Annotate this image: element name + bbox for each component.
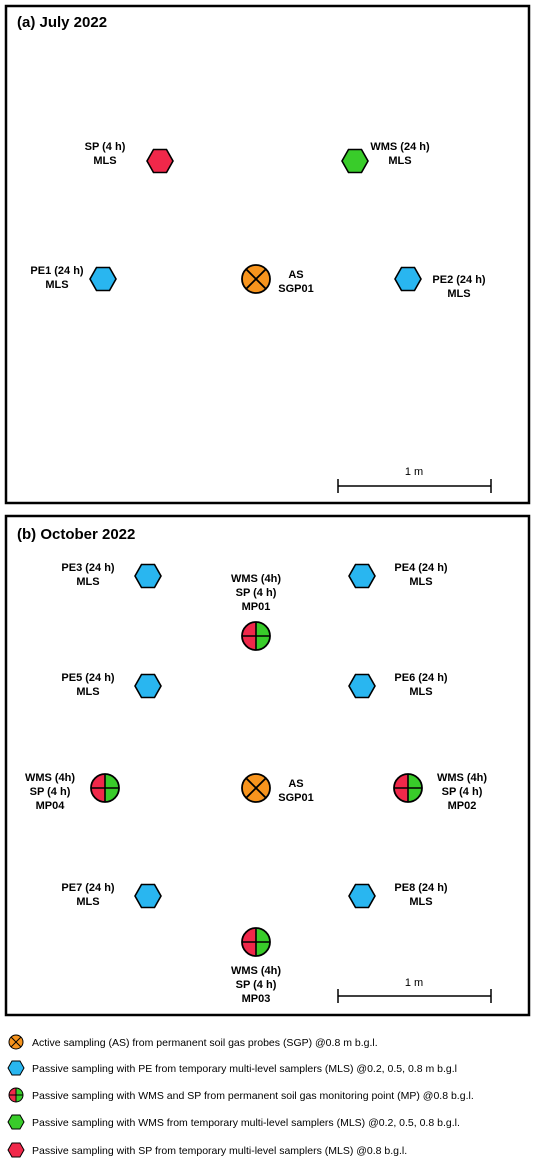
label-pe5-line2: MLS <box>76 686 99 698</box>
label-wms-line2: MLS <box>388 155 411 167</box>
panel-a-title: (a) July 2022 <box>17 14 107 31</box>
label-sp-line1: SP (4 h) <box>85 141 126 153</box>
label-mp02-line2: SP (4 h) <box>442 786 483 798</box>
label-pe8-line2: MLS <box>409 896 432 908</box>
mp01-quartered-circle-icon <box>241 621 271 651</box>
legend-pe: Passive sampling with PE from temporary … <box>32 1063 457 1075</box>
legend-active: Active sampling (AS) from permanent soil… <box>32 1037 378 1049</box>
legend-sp-icon <box>7 1142 25 1158</box>
pe1-blue-hex-icon <box>89 266 117 292</box>
label-pe7-line2: MLS <box>76 896 99 908</box>
pe4-blue-hex-icon <box>348 563 376 589</box>
label-pe3-line2: MLS <box>76 576 99 588</box>
legend-as-icon <box>8 1034 24 1050</box>
label-pe3-line1: PE3 (24 h) <box>61 562 115 574</box>
label-as-b-line1: AS <box>288 778 303 790</box>
pe7-blue-hex-icon <box>134 883 162 909</box>
label-pe5-line1: PE5 (24 h) <box>61 672 115 684</box>
label-mp03-line2: SP (4 h) <box>236 979 277 991</box>
pe6-blue-hex-icon <box>348 673 376 699</box>
panel-a-scale-label: 1 m <box>405 466 423 478</box>
mp04-quartered-circle-icon <box>90 773 120 803</box>
mp03-quartered-circle-icon <box>241 927 271 957</box>
label-mp01-line1: WMS (4h) <box>231 573 281 585</box>
legend-sp: Passive sampling with SP from temporary … <box>32 1145 407 1157</box>
label-pe8-line1: PE8 (24 h) <box>394 882 448 894</box>
label-pe7-line1: PE7 (24 h) <box>61 882 115 894</box>
legend-wms: Passive sampling with WMS from temporary… <box>32 1117 460 1129</box>
label-mp03-line3: MP03 <box>242 993 271 1005</box>
label-as-line1: AS <box>288 269 303 281</box>
legend: Active sampling (AS) from permanent soil… <box>7 1034 474 1158</box>
panel-b-title: (b) October 2022 <box>17 526 135 543</box>
label-mp04-line3: MP04 <box>36 800 66 812</box>
panel-b: (b) October 2022 PE3 (24 h) MLS PE4 (24 … <box>4 514 531 1017</box>
label-pe6-line1: PE6 (24 h) <box>394 672 448 684</box>
mp02-quartered-circle-icon <box>393 773 423 803</box>
pe2-blue-hex-icon <box>394 266 422 292</box>
label-mp04-line2: SP (4 h) <box>30 786 71 798</box>
label-mp02-line3: MP02 <box>448 800 477 812</box>
as-orange-circle-icon-b <box>241 773 271 803</box>
label-as-b-line2: SGP01 <box>278 792 313 804</box>
label-pe4-line1: PE4 (24 h) <box>394 562 448 574</box>
label-pe2-line2: MLS <box>447 288 470 300</box>
label-pe4-line2: MLS <box>409 576 432 588</box>
label-pe6-line2: MLS <box>409 686 432 698</box>
label-mp01-line2: SP (4 h) <box>236 587 277 599</box>
panel-a: (a) July 2022 SP (4 h) MLS WMS (24 h) ML… <box>4 4 531 505</box>
panel-a-frame <box>4 4 531 505</box>
label-sp-line2: MLS <box>93 155 116 167</box>
label-pe2-line1: PE2 (24 h) <box>432 274 486 286</box>
panel-b-scale-label: 1 m <box>405 977 423 989</box>
panel-b-scale-bar: 1 m <box>337 977 492 1003</box>
label-as-line2: SGP01 <box>278 283 313 295</box>
label-wms-line1: WMS (24 h) <box>370 141 430 153</box>
pe5-blue-hex-icon <box>134 673 162 699</box>
legend-mp-icon <box>8 1087 24 1103</box>
label-mp02-line1: WMS (4h) <box>437 772 487 784</box>
pe8-blue-hex-icon <box>348 883 376 909</box>
label-mp04-line1: WMS (4h) <box>25 772 75 784</box>
as-orange-circle-icon <box>241 264 271 294</box>
panel-b-frame <box>4 514 531 1017</box>
legend-wms-icon <box>7 1114 25 1130</box>
sp-red-hex-icon <box>146 148 174 174</box>
label-mp01-line3: MP01 <box>242 601 271 613</box>
pe3-blue-hex-icon <box>134 563 162 589</box>
wms-green-hex-icon <box>341 148 369 174</box>
panel-a-scale-bar: 1 m <box>337 466 492 493</box>
label-pe1-line1: PE1 (24 h) <box>30 265 84 277</box>
label-mp03-line1: WMS (4h) <box>231 965 281 977</box>
legend-mp: Passive sampling with WMS and SP from pe… <box>32 1090 474 1102</box>
legend-pe-icon <box>7 1060 25 1076</box>
label-pe1-line2: MLS <box>45 279 68 291</box>
